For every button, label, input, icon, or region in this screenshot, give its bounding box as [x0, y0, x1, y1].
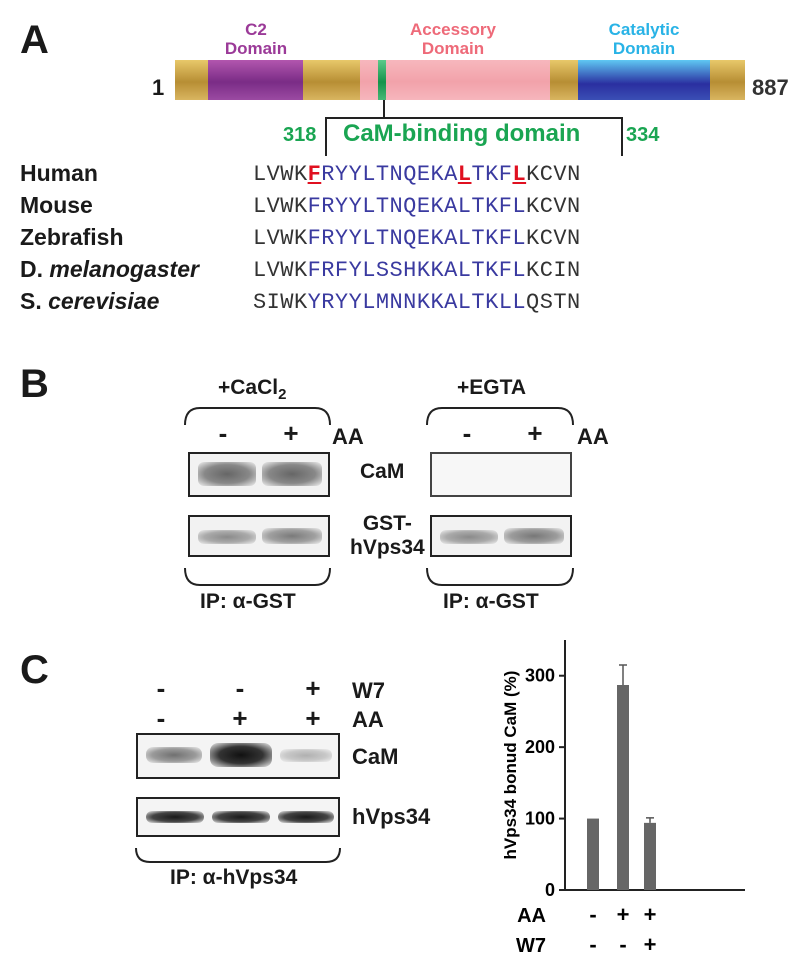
- bar: [617, 685, 629, 890]
- residue: E: [416, 162, 431, 187]
- residue: R: [321, 162, 335, 187]
- highlighted-residue: L: [457, 162, 472, 187]
- b-cam-label: CaM: [360, 460, 405, 483]
- y-axis-label: hVps34 bonud CaM (%): [501, 671, 520, 860]
- cam-start-residue: 318: [283, 124, 317, 146]
- catalytic-domain-block: [578, 60, 710, 100]
- residue: Y: [334, 162, 349, 187]
- blot-cam-egta: [430, 452, 572, 497]
- panel-b-brackets: [184, 407, 574, 586]
- b-left-plus: +: [283, 418, 299, 448]
- residue: F: [498, 162, 513, 187]
- y-tick-label: 200: [525, 737, 555, 757]
- sequence-mouse: LVWKFRYYLTNQEKALTKFLKCVN: [253, 194, 581, 219]
- blot-gst-cacl2: [188, 515, 330, 557]
- c-w7-sign-1: -: [156, 673, 166, 703]
- b-right-plus: +: [527, 418, 543, 448]
- c-ip-label: IP: α-hVps34: [170, 866, 298, 889]
- b-left-ip-label: IP: α-GST: [200, 590, 296, 613]
- residue: T: [471, 162, 486, 187]
- residue: K: [430, 162, 445, 187]
- blot-cam-c: [136, 733, 340, 779]
- residue: L: [362, 162, 376, 187]
- y-tick-label: 100: [525, 809, 555, 829]
- sequence-human: LVWKFRYYLTNQEKALTKFLKCVN: [253, 162, 581, 187]
- x-sign-label: +: [644, 902, 657, 927]
- bar: [644, 822, 656, 890]
- b-right-aa-label: AA: [577, 424, 609, 449]
- condition-egta: +EGTA: [457, 376, 527, 399]
- residue: Q: [403, 162, 417, 187]
- x-sign-label: -: [589, 902, 596, 927]
- sequence-d-melanogaster: LVWKFRFYLSSHKKALTKFLKCIN: [253, 258, 581, 283]
- panel-letter-b: B: [20, 362, 49, 406]
- x-sign-label: -: [589, 932, 596, 957]
- end-residue: 887: [752, 75, 789, 100]
- b-left-aa-label: AA: [332, 424, 364, 449]
- b-gst-hvps34-label: GST-hVps34: [350, 512, 425, 559]
- c-aa-sign-2: +: [232, 703, 248, 733]
- sequence-zebrafish: LVWKFRYYLTNQEKALTKFLKCVN: [253, 226, 581, 251]
- c-aa-sign-3: +: [305, 703, 321, 733]
- residue: Y: [348, 162, 363, 187]
- highlighted-residue: F: [307, 162, 322, 187]
- y-tick-label: 300: [525, 666, 555, 686]
- y-tick-label: 0: [545, 880, 555, 900]
- panel-c-bracket: [135, 847, 341, 863]
- species-mouse: Mouse: [20, 192, 93, 218]
- c-aa-sign-1: -: [156, 703, 166, 733]
- c-aa-label: AA: [352, 707, 384, 732]
- sequence-s-cerevisiae: SIWKYRYYLMNNKKALTKLLQSTN: [253, 290, 581, 315]
- blot-cam-cacl2: [188, 452, 330, 497]
- blot-hvps34-c: [136, 797, 340, 837]
- c2-domain-block: [208, 60, 303, 100]
- x-row-label: W7: [516, 935, 546, 957]
- cam-binding-site-block: [378, 60, 386, 100]
- c-w7-sign-2: -: [235, 673, 245, 703]
- cam-callout-lines: [325, 100, 623, 156]
- x-sign-label: +: [617, 902, 630, 927]
- blot-gst-egta: [430, 515, 572, 557]
- accessory-domain-block: [360, 60, 550, 100]
- c-hvps34-label: hVps34: [352, 804, 431, 829]
- bar: [587, 818, 599, 890]
- residue: A: [444, 162, 458, 187]
- c-cam-label: CaM: [352, 744, 399, 769]
- highlighted-residue: L: [512, 162, 527, 187]
- species-zebrafish: Zebrafish: [20, 224, 124, 250]
- residue: K: [485, 162, 499, 187]
- residue: T: [375, 162, 390, 187]
- species-s-cerevisiae: S. cerevisiae: [20, 288, 160, 314]
- start-residue: 1: [152, 75, 165, 100]
- cam-end-residue: 334: [626, 124, 660, 146]
- condition-cacl2: +CaCl2: [218, 376, 287, 404]
- b-left-minus: -: [218, 418, 228, 448]
- x-sign-label: +: [644, 932, 657, 957]
- c-w7-label: W7: [352, 678, 385, 703]
- b-right-ip-label: IP: α-GST: [443, 590, 539, 613]
- c-w7-sign-3: +: [305, 673, 321, 703]
- panel-letter-a: A: [20, 18, 49, 62]
- x-sign-label: -: [619, 932, 626, 957]
- cam-binding-domain-title: CaM-binding domain: [343, 120, 581, 147]
- sequence-human-core: FRYYLTNQEKALTKFL: [308, 162, 527, 187]
- species-d-melanogaster: D. melanogaster: [20, 256, 199, 282]
- residue: N: [389, 162, 404, 187]
- b-right-minus: -: [462, 418, 472, 448]
- species-human: Human: [20, 160, 98, 186]
- panel-letter-c: C: [20, 648, 49, 692]
- x-row-label: AA: [517, 905, 546, 927]
